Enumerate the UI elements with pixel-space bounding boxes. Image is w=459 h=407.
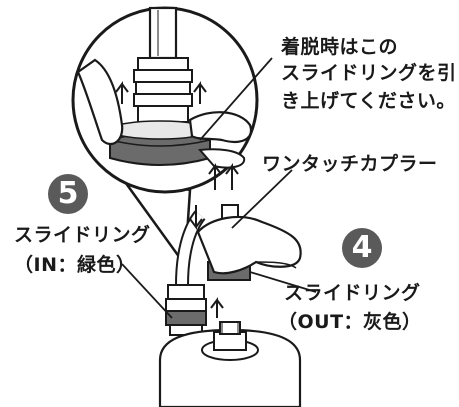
step-4-label-line-2: （OUT：灰色） — [278, 311, 422, 333]
step-5-label-line-2: （IN：緑色） — [14, 254, 136, 276]
note-line-1: 着脱時はこの — [281, 36, 399, 58]
step-4-badge: 4 — [342, 228, 382, 268]
coupler-label: ワンタッチカプラー — [262, 153, 438, 175]
step-5-label-line-1: スライドリング — [14, 224, 151, 246]
coupler-leader-line — [231, 169, 293, 229]
note-line-3: き上げてください。 — [281, 90, 456, 112]
main-hose-assembly — [165, 163, 302, 336]
magnified-detail — [71, 6, 259, 269]
step-4-label-line-1: スライドリング — [284, 282, 421, 304]
leader-lines — [121, 57, 317, 319]
note-leader-line — [199, 57, 273, 141]
filter-cartridge — [158, 321, 302, 407]
out-ring-leader-line — [249, 271, 317, 293]
step-5-badge: 5 — [48, 174, 88, 214]
in-ring-leader-line — [121, 263, 173, 319]
note-line-2: スライドリングを引 — [281, 62, 457, 84]
